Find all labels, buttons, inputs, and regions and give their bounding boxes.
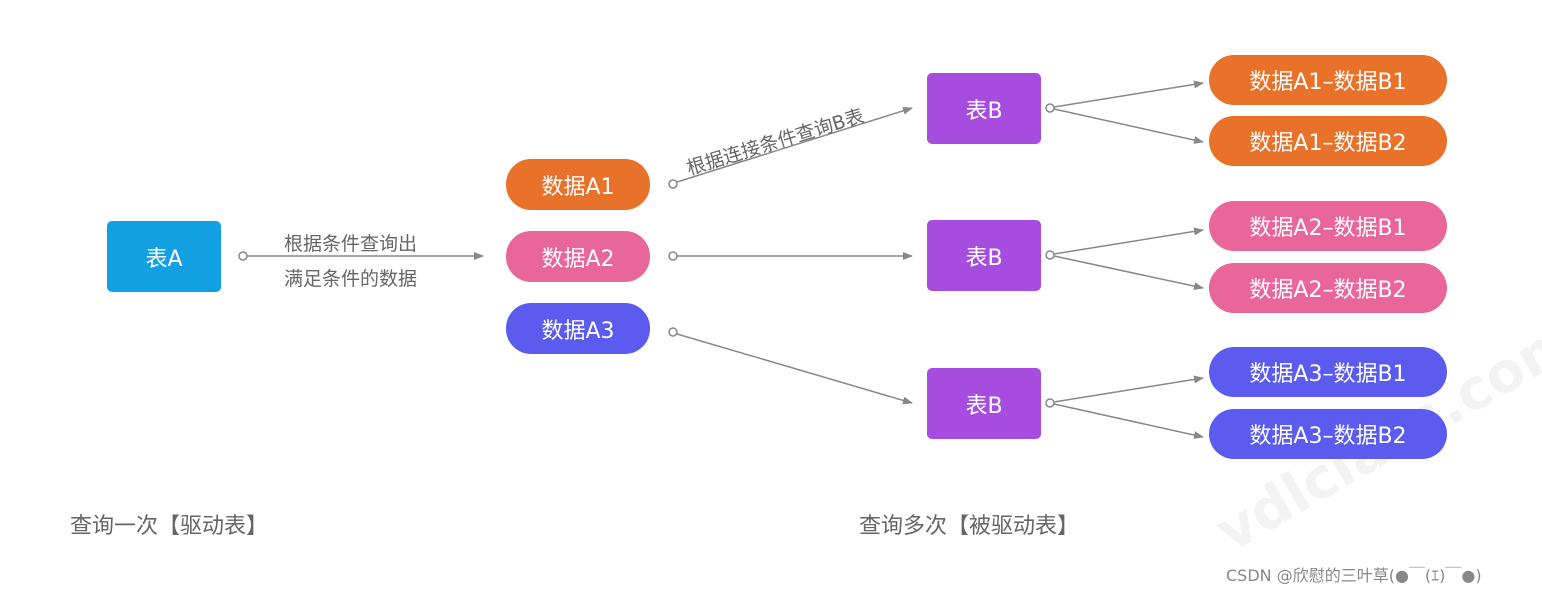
author-credit: CSDN @欣慰的三叶草(●￣(ｴ)￣●)	[1226, 566, 1482, 585]
row-a2-node: 数据A2	[506, 231, 650, 282]
driven-table-caption: 查询多次【被驱动表】	[859, 514, 1080, 539]
result-a2b2-node: 数据A2–数据B2	[1209, 263, 1447, 313]
edge-start-dot	[668, 251, 678, 261]
result-a3b2-node: 数据A3–数据B2	[1209, 409, 1447, 459]
result-a1b2-node: 数据A1–数据B2	[1209, 116, 1447, 166]
result-a1b1-node: 数据A1–数据B1	[1209, 55, 1447, 105]
table-b-node-2: 表B	[927, 220, 1041, 291]
filter-label-line1: 根据条件查询出	[284, 233, 418, 255]
edge-b1-to-a1b1	[1053, 80, 1204, 108]
result-a3b1-node: 数据A3–数据B1	[1209, 347, 1447, 397]
edge-start-dot	[238, 251, 248, 261]
edge-b3-to-a3b2	[1053, 403, 1204, 439]
edge-a3-to-tableb3	[676, 333, 913, 405]
row-a3-node: 数据A3	[506, 303, 650, 354]
result-a2b1-node: 数据A2–数据B1	[1209, 201, 1447, 251]
edge-start-dot	[668, 179, 678, 189]
edge-a1-to-tableb1	[676, 106, 913, 183]
table-b-node-3: 表B	[927, 368, 1041, 439]
table-a-node: 表A	[107, 221, 221, 292]
edge-start-dot	[1045, 103, 1055, 113]
driver-table-caption: 查询一次【驱动表】	[70, 514, 269, 539]
edge-start-dot	[1045, 250, 1055, 260]
edge-b1-to-a1b2	[1053, 108, 1204, 144]
edge-b2-to-a2b2	[1053, 255, 1204, 291]
row-a1-node: 数据A1	[506, 159, 650, 210]
table-b-node-1: 表B	[927, 73, 1041, 144]
edge-b3-to-a3b1	[1053, 375, 1204, 403]
filter-label-line2: 满足条件的数据	[284, 268, 418, 290]
edge-start-dot	[668, 327, 678, 337]
edge-start-dot	[1045, 398, 1055, 408]
edge-b2-to-a2b1	[1053, 227, 1204, 255]
